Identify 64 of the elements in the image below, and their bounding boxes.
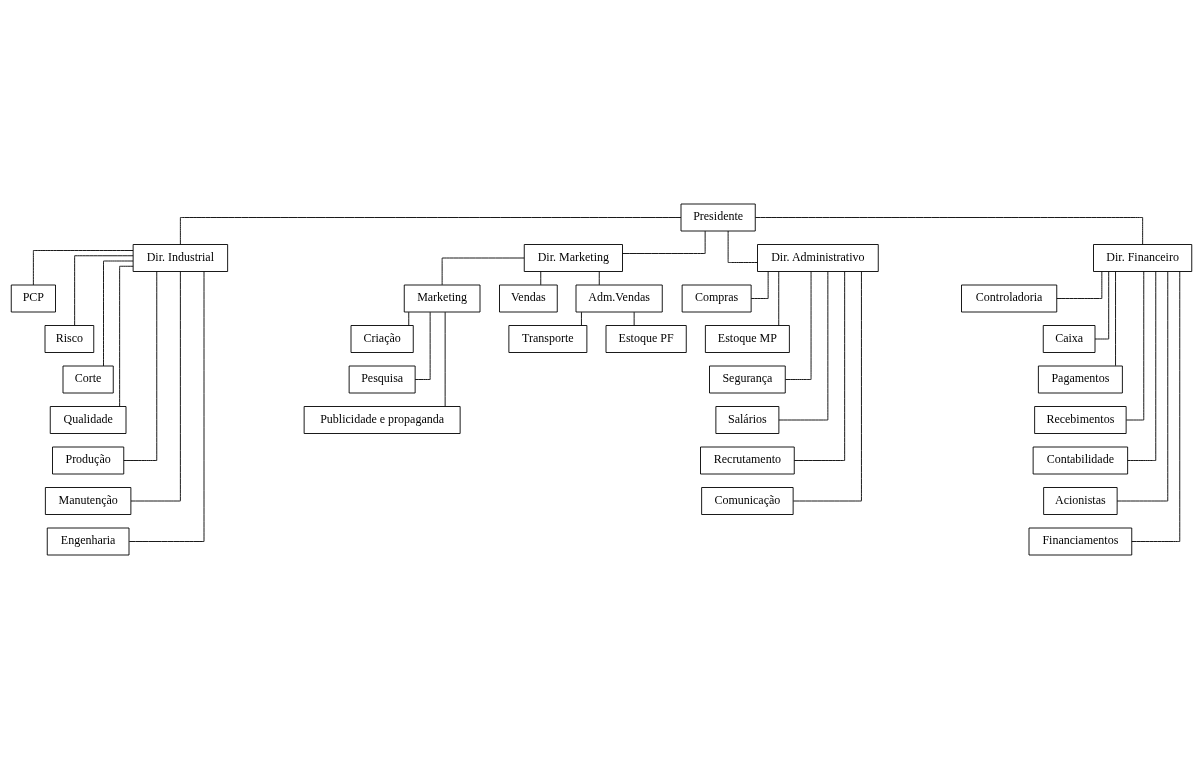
node-box: Salários bbox=[715, 406, 780, 434]
node-box: Dir. Marketing bbox=[523, 244, 623, 272]
node-box: Dir. Financeiro bbox=[1093, 244, 1193, 272]
node-box: Pagamentos bbox=[1037, 365, 1123, 394]
node-box: Segurança bbox=[709, 365, 786, 394]
connector bbox=[179, 217, 682, 245]
connector bbox=[750, 271, 769, 299]
node-box: Marketing bbox=[403, 284, 481, 313]
node-box: Qualidade bbox=[49, 406, 127, 434]
node-box: Contabilidade bbox=[1032, 446, 1129, 475]
node-box: Publicidade e propaganda bbox=[303, 406, 461, 434]
node-box: Estoque PF bbox=[605, 325, 687, 353]
connector bbox=[622, 230, 706, 254]
node-box: Caixa bbox=[1042, 325, 1096, 353]
connector bbox=[633, 311, 635, 326]
node-box: Adm.Vendas bbox=[575, 284, 663, 313]
node-box: Produção bbox=[52, 446, 125, 475]
node-box: Estoque MP bbox=[704, 325, 790, 353]
connector bbox=[778, 271, 829, 421]
node-box: Corte bbox=[62, 365, 114, 394]
node-box: Risco bbox=[44, 325, 95, 353]
node-box: Manutenção bbox=[44, 487, 132, 515]
connector bbox=[1126, 271, 1145, 421]
connector bbox=[444, 311, 446, 407]
node-box: Transporte bbox=[508, 325, 588, 353]
connector bbox=[727, 230, 758, 263]
node-box: PCP bbox=[10, 284, 56, 313]
connector bbox=[123, 271, 158, 461]
connector bbox=[778, 271, 780, 326]
connector bbox=[1131, 271, 1181, 542]
node-box: Controladoria bbox=[961, 284, 1058, 313]
connector bbox=[793, 271, 862, 502]
connector bbox=[581, 311, 582, 326]
connector bbox=[128, 271, 205, 542]
node-box: Recrutamento bbox=[700, 446, 795, 475]
connector bbox=[1116, 271, 1169, 502]
connector bbox=[1115, 271, 1116, 367]
connector bbox=[408, 311, 410, 326]
connector bbox=[540, 271, 542, 286]
connector bbox=[1127, 271, 1157, 461]
connector bbox=[1094, 271, 1110, 340]
node-box: Dir. Administrativo bbox=[757, 244, 879, 272]
connector bbox=[441, 257, 525, 286]
node-box: Vendas bbox=[499, 284, 558, 313]
connector bbox=[119, 265, 134, 407]
node-box: Recebimentos bbox=[1034, 406, 1127, 434]
connector bbox=[32, 250, 134, 286]
node-box: Financiamentos bbox=[1028, 527, 1133, 556]
connector bbox=[785, 271, 812, 380]
connector bbox=[754, 217, 1144, 245]
connector bbox=[598, 271, 600, 286]
node-box: Pesquisa bbox=[348, 365, 416, 394]
node-box: Engenharia bbox=[46, 527, 130, 556]
connector bbox=[74, 255, 134, 326]
node-box: Dir. Industrial bbox=[132, 244, 229, 272]
connector bbox=[103, 260, 134, 367]
node-box: Compras bbox=[681, 284, 752, 313]
connector bbox=[130, 271, 181, 502]
connector bbox=[1056, 271, 1103, 299]
node-box: Criação bbox=[350, 325, 414, 353]
connector bbox=[793, 271, 846, 461]
node-box: Acionistas bbox=[1043, 487, 1118, 515]
node-box: Presidente bbox=[680, 203, 756, 232]
node-box: Comunicação bbox=[701, 487, 794, 515]
